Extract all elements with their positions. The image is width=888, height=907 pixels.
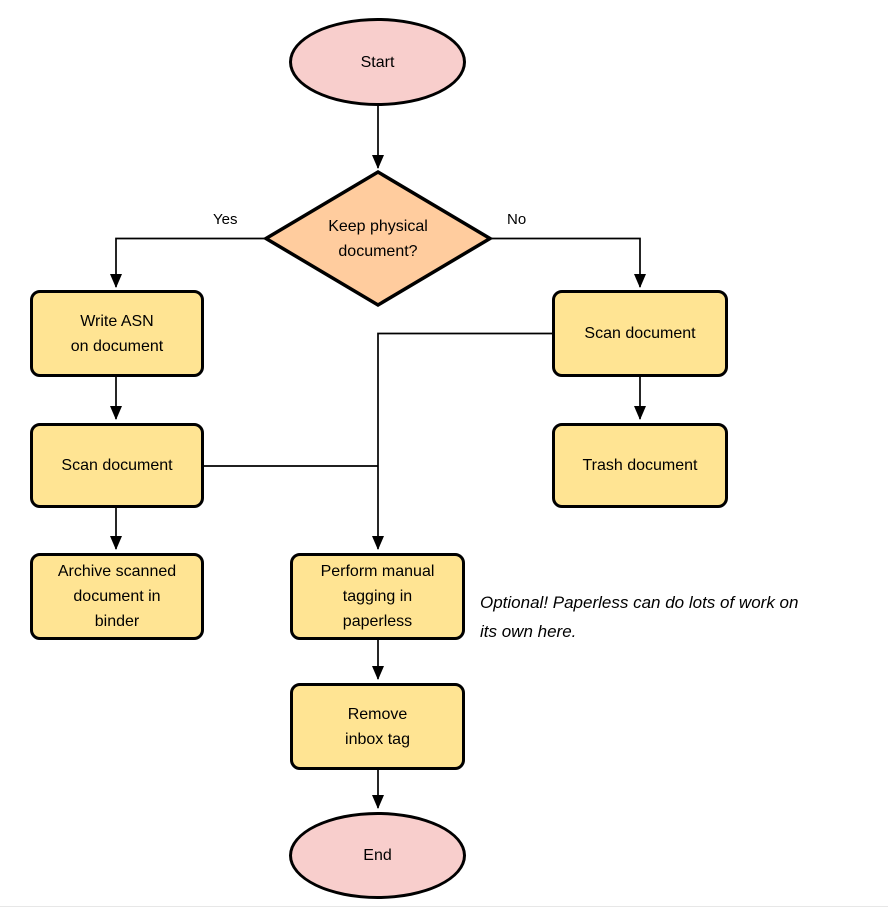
remove-inbox-tag-label: Remove inbox tag bbox=[345, 705, 410, 748]
edge-decision-no-to-scan-right bbox=[490, 237, 646, 288]
manual-tagging-node: Perform manual tagging in paperless bbox=[290, 553, 465, 640]
no-edge-label: No bbox=[507, 211, 527, 228]
write-asn-node: Write ASN on document bbox=[30, 290, 204, 377]
scan-document-right-label: Scan document bbox=[584, 325, 696, 342]
optional-annotation: Optional! Paperless can do lots of work … bbox=[480, 593, 799, 641]
end-label: End bbox=[363, 847, 392, 864]
archive-label: Archive scanned document in binder bbox=[57, 563, 177, 630]
decision-label: Keep physical document? bbox=[328, 218, 428, 260]
end-terminal-node: End bbox=[289, 812, 466, 899]
edge-scan-right-to-tagging bbox=[372, 332, 552, 550]
edge-decision-yes-to-write-asn bbox=[110, 237, 266, 288]
trash-document-node: Trash document bbox=[552, 423, 728, 508]
write-asn-label: Write ASN on document bbox=[70, 312, 164, 355]
start-label: Start bbox=[360, 53, 395, 71]
start-terminal-node: Start bbox=[289, 18, 466, 106]
scan-document-left-node: Scan document bbox=[30, 423, 204, 508]
decision-shape bbox=[262, 169, 494, 308]
trash-document-label: Trash document bbox=[582, 457, 698, 474]
remove-inbox-tag-node: Remove inbox tag bbox=[290, 683, 465, 770]
scan-document-left-label: Scan document bbox=[61, 457, 173, 474]
scan-document-right-node: Scan document bbox=[552, 290, 728, 377]
manual-tagging-label: Perform manual tagging in paperless bbox=[320, 563, 435, 630]
decision-node: Keep physical document? bbox=[288, 209, 468, 269]
yes-edge-label: Yes bbox=[213, 211, 238, 228]
archive-node: Archive scanned document in binder bbox=[30, 553, 204, 640]
